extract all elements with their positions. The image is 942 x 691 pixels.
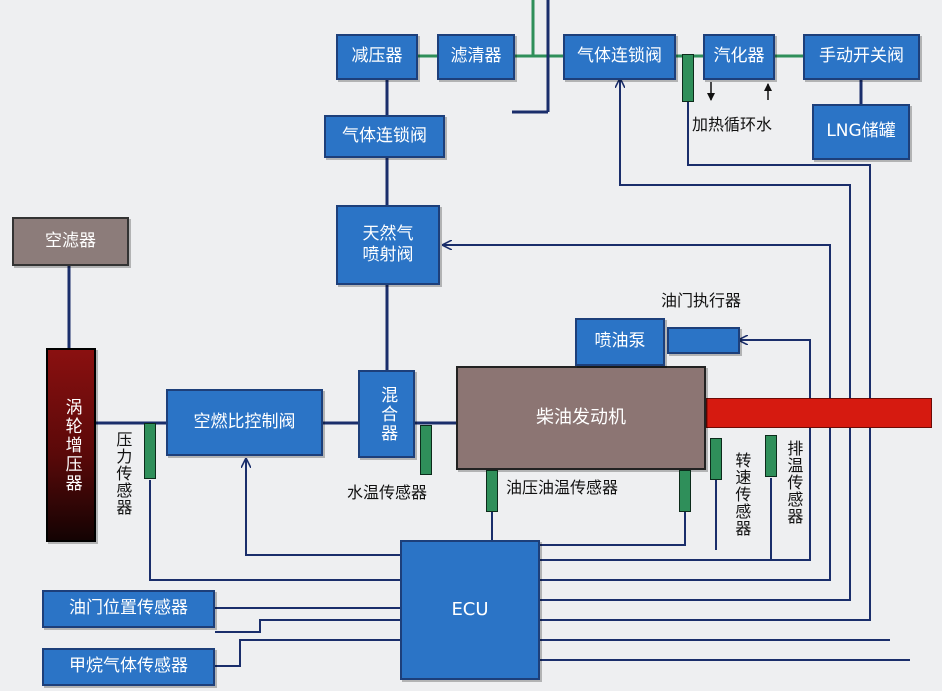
throttle-position-sensor-box: 油门位置传感器: [42, 590, 215, 628]
turbocharger-box: 涡轮增压器: [46, 348, 96, 542]
methane-sensor-box: 甲烷气体传感器: [42, 648, 215, 686]
oil-pressure-temp-sensor-left: [486, 470, 498, 512]
diesel-engine-box: 柴油发动机: [456, 366, 706, 470]
exhaust-temp-sensor: [765, 435, 777, 477]
speed-sensor-label: 转速传感器: [732, 452, 752, 537]
oil-sensor-label: 油压油温传感器: [506, 478, 619, 497]
gas-injector-box: 天然气喷射阀: [336, 205, 440, 285]
mixer-box: 混合器: [358, 370, 415, 458]
signal-lines: [149, 80, 910, 667]
water-temp-sensor-label: 水温传感器: [347, 483, 428, 502]
injection-pump-box: 喷油泵: [575, 318, 665, 366]
exhaust-temp-sensor-label: 排温传感器: [784, 440, 804, 525]
air-filter-box: 空滤器: [12, 217, 129, 266]
vaporizer-box: 汽化器: [703, 34, 775, 80]
filter-box: 滤清器: [437, 34, 515, 80]
speed-sensor: [710, 438, 722, 480]
air-fuel-ratio-valve-box: 空燃比控制阀: [166, 389, 323, 456]
oil-pressure-temp-sensor-right: [679, 470, 691, 512]
water-temp-sensor: [420, 425, 432, 475]
throttle-actuator-box: [667, 327, 740, 354]
manual-valve-box: 手动开关阀: [803, 34, 920, 80]
exhaust-pipe: [706, 398, 932, 428]
ecu-box: ECU: [400, 540, 540, 680]
gas-interlock-valve-top-box: 气体连锁阀: [563, 34, 676, 80]
pressure-sensor-label: 压力传感器: [113, 431, 133, 516]
gas-interlock-valve-mid-box: 气体连锁阀: [324, 115, 445, 158]
vaporizer-sensor: [682, 54, 694, 102]
pressure-sensor: [144, 423, 156, 479]
heating-water-label: 加热循环水: [692, 115, 773, 134]
pressure-reducer-box: 减压器: [336, 34, 418, 80]
throttle-actuator-label: 油门执行器: [661, 291, 742, 310]
lng-tank-box: LNG储罐: [812, 104, 910, 160]
